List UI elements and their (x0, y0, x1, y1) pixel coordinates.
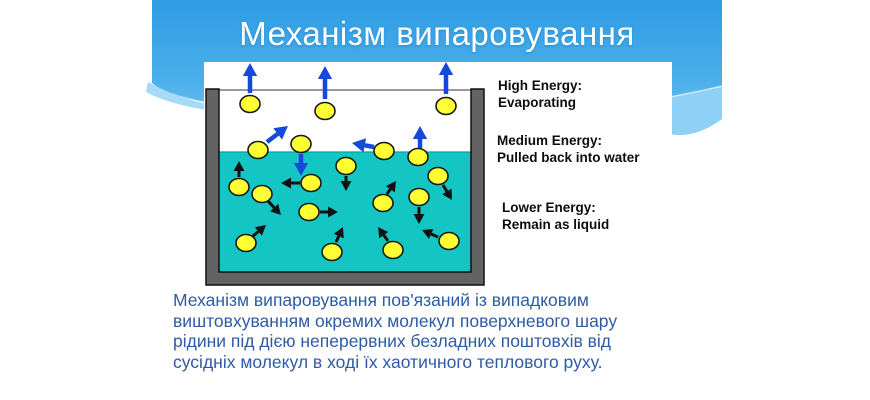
energy-label-high: High Energy: Evaporating (498, 78, 582, 111)
molecule-liquid (408, 187, 430, 207)
motion-arrow-head (385, 181, 396, 193)
motion-arrow-head (340, 181, 352, 191)
container-frame (205, 88, 485, 286)
motion-arrow (382, 234, 390, 242)
motion-arrow-head (254, 225, 266, 236)
motion-arrow-head (438, 62, 454, 75)
motion-arrow-head (412, 126, 428, 139)
motion-arrow (266, 199, 276, 209)
molecule-evaporating (435, 96, 457, 116)
molecule-liquid (235, 233, 257, 253)
motion-arrow (334, 235, 341, 243)
motion-arrow-head (352, 138, 367, 153)
body-line: виштовхуванням окремих молекул поверхнев… (173, 310, 618, 331)
energy-label-medium-title: Medium Energy: (497, 133, 603, 148)
molecule-liquid (335, 156, 357, 176)
molecule-liquid (300, 173, 322, 193)
molecule-liquid (382, 240, 404, 260)
molecule-liquid (298, 202, 320, 222)
motion-arrow (385, 188, 392, 195)
motion-arrow (252, 230, 260, 238)
body-line: Механізм випаровування пов'язаний із вип… (173, 290, 589, 310)
motion-arrow (265, 132, 280, 144)
molecules-layer (228, 62, 460, 262)
molecule-liquid (321, 242, 343, 262)
molecule-liquid (438, 231, 460, 251)
motion-arrow-head (328, 206, 338, 218)
molecule-surface (373, 141, 395, 161)
motion-arrow-head (273, 126, 288, 140)
motion-arrow-head (422, 228, 434, 240)
motion-arrow (441, 184, 449, 193)
molecule-liquid (427, 166, 449, 186)
motion-arrow-head (281, 177, 291, 189)
motion-arrow (430, 232, 439, 239)
motion-arrow-head (242, 63, 258, 76)
energy-label-high-subtitle: Evaporating (498, 94, 577, 110)
energy-label-medium-subtitle: Pulled back into water (497, 149, 640, 165)
energy-label-lower-subtitle: Remain as liquid (502, 216, 610, 232)
motion-arrow-head (413, 214, 425, 224)
molecule-liquid (228, 177, 250, 197)
motion-arrow-head (333, 227, 344, 239)
motion-arrow-head (233, 161, 245, 171)
energy-label-lower-title: Lower Energy: (502, 200, 596, 215)
slide-title: Механізм випаровування (239, 15, 635, 52)
molecule-surface (290, 134, 312, 154)
molecule-liquid (251, 184, 273, 204)
motion-arrow-head (293, 163, 309, 176)
molecule-evaporating (239, 94, 261, 114)
body-line: сусідніх молекул в ході їх хаотичного те… (173, 351, 603, 372)
motion-arrow-head (270, 203, 281, 215)
body-paragraph: Механізм випаровування пов'язаний із вип… (173, 290, 693, 372)
energy-label-medium: Medium Energy: Pulled back into water (497, 133, 640, 166)
energy-label-lower: Lower Energy: Remain as liquid (502, 200, 609, 233)
body-line: рідини під дією неперервних безладних по… (173, 331, 612, 351)
motion-arrow-head (378, 227, 389, 239)
header-wave-line (669, 85, 723, 98)
molecule-surface (407, 147, 429, 167)
molecule-surface (247, 140, 269, 160)
motion-arrow-head (317, 66, 333, 79)
header-wave-band (670, 86, 722, 135)
molecule-liquid (372, 193, 394, 213)
motion-arrow-head (442, 188, 452, 200)
energy-label-high-title: High Energy: (498, 78, 583, 93)
molecule-evaporating (314, 101, 336, 121)
motion-arrow (364, 143, 375, 150)
